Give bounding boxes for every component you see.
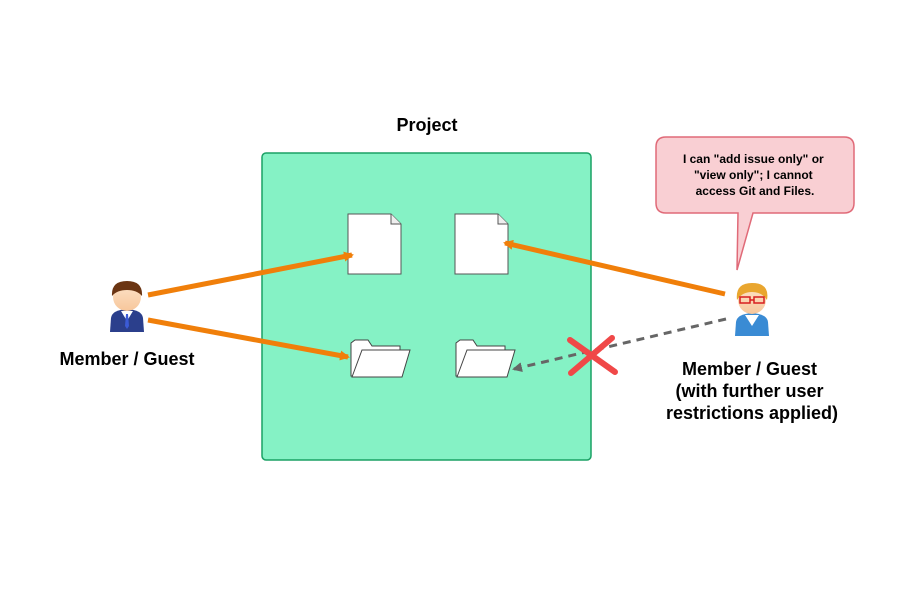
access-arrow-right-to-file (503, 239, 726, 297)
right-user-label-line: restrictions applied) (666, 403, 838, 423)
project-box (261, 152, 592, 461)
speech-bubble-line: I can "add issue only" or (683, 152, 824, 166)
svg-text:I can "add issue only" or: I can "add issue only" or "view only"; I… (683, 152, 827, 198)
speech-bubble-line: "view only"; I cannot (694, 168, 813, 182)
speech-bubble-line: access Git and Files. (696, 184, 815, 198)
user-with-glasses-avatar-icon (735, 283, 769, 336)
document-icon[interactable] (347, 213, 402, 275)
access-arrow-left-to-file (147, 251, 354, 298)
speech-bubble: I can "add issue only" or "view only"; I… (655, 136, 855, 271)
folder-icon[interactable] (350, 339, 411, 378)
access-arrow-left-to-folder (147, 317, 350, 361)
x-mark-icon (567, 335, 618, 376)
right-user-label-line: (with further user (675, 381, 823, 401)
folder-icon[interactable] (455, 339, 516, 378)
right-user-label: Member / Guest (with further user restri… (666, 359, 838, 423)
right-user-label-line: Member / Guest (682, 359, 817, 379)
user-avatar-icon (110, 281, 144, 332)
left-user-label: Member / Guest (59, 349, 194, 369)
document-icon[interactable] (454, 213, 509, 275)
project-title: Project (396, 115, 457, 135)
